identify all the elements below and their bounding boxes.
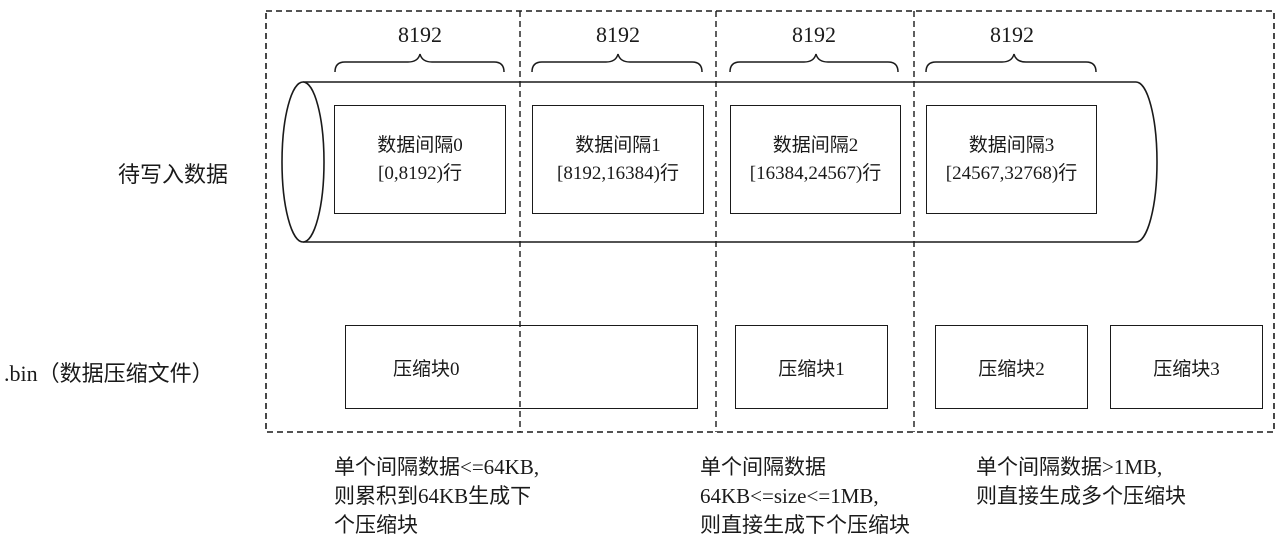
block-label: 压缩块1 bbox=[778, 358, 845, 380]
note-line: 则累积到64KB生成下 bbox=[334, 484, 532, 508]
note-small-granule: 单个间隔数据<=64KB, 则累积到64KB生成下 个压缩块 bbox=[334, 453, 539, 540]
block-label: 压缩块3 bbox=[1153, 358, 1220, 380]
block-label: 压缩块2 bbox=[978, 358, 1045, 380]
compressed-block-1: 压缩块1 bbox=[735, 325, 888, 409]
granule-range: [24567,32768)行 bbox=[945, 162, 1078, 184]
granule-title: 数据间隔3 bbox=[968, 134, 1055, 156]
granule-box-1: 数据间隔1 [8192,16384)行 bbox=[532, 105, 704, 214]
note-line: 单个间隔数据 bbox=[700, 455, 826, 479]
granule-title: 数据间隔2 bbox=[772, 134, 859, 156]
granule-size-2: 8192 bbox=[792, 22, 836, 47]
brace-0 bbox=[334, 53, 505, 73]
brace-1 bbox=[531, 53, 703, 73]
compressed-block-2: 压缩块2 bbox=[935, 325, 1088, 409]
block-label: 压缩块0 bbox=[393, 358, 460, 380]
compressed-block-3: 压缩块3 bbox=[1110, 325, 1263, 409]
data-cylinder bbox=[281, 81, 1158, 243]
granule-braces bbox=[334, 53, 1097, 73]
note-line: 单个间隔数据>1MB, bbox=[976, 455, 1163, 479]
granule-range: [16384,24567)行 bbox=[749, 162, 882, 184]
granule-size-1: 8192 bbox=[596, 22, 640, 47]
granule-title: 数据间隔0 bbox=[377, 134, 463, 156]
brace-3 bbox=[925, 53, 1097, 73]
granule-box-2: 数据间隔2 [16384,24567)行 bbox=[730, 105, 901, 214]
note-large-granule: 单个间隔数据>1MB, 则直接生成多个压缩块 bbox=[976, 453, 1186, 511]
granule-range: [8192,16384)行 bbox=[557, 162, 679, 184]
note-line: 单个间隔数据<=64KB, bbox=[334, 455, 540, 479]
note-line: 则直接生成下个压缩块 bbox=[700, 513, 910, 537]
note-line: 个压缩块 bbox=[334, 513, 418, 537]
compressed-block-0: 压缩块0 bbox=[345, 325, 698, 409]
granule-range: [0,8192)行 bbox=[378, 162, 462, 184]
granule-box-0: 数据间隔0 [0,8192)行 bbox=[334, 105, 506, 214]
dashed-frame bbox=[265, 10, 1275, 433]
granule-title: 数据间隔1 bbox=[575, 134, 661, 156]
brace-2 bbox=[729, 53, 899, 73]
note-line: 则直接生成多个压缩块 bbox=[976, 484, 1186, 508]
note-line: 64KB<=size<=1MB, bbox=[700, 484, 879, 508]
granule-size-3: 8192 bbox=[990, 22, 1034, 47]
granule-size-0: 8192 bbox=[398, 22, 442, 47]
bin-file-label: .bin（数据压缩文件） bbox=[4, 361, 214, 386]
note-medium-granule: 单个间隔数据 64KB<=size<=1MB, 则直接生成下个压缩块 bbox=[700, 453, 910, 540]
input-data-label: 待写入数据 bbox=[118, 162, 229, 187]
granule-box-3: 数据间隔3 [24567,32768)行 bbox=[926, 105, 1097, 214]
